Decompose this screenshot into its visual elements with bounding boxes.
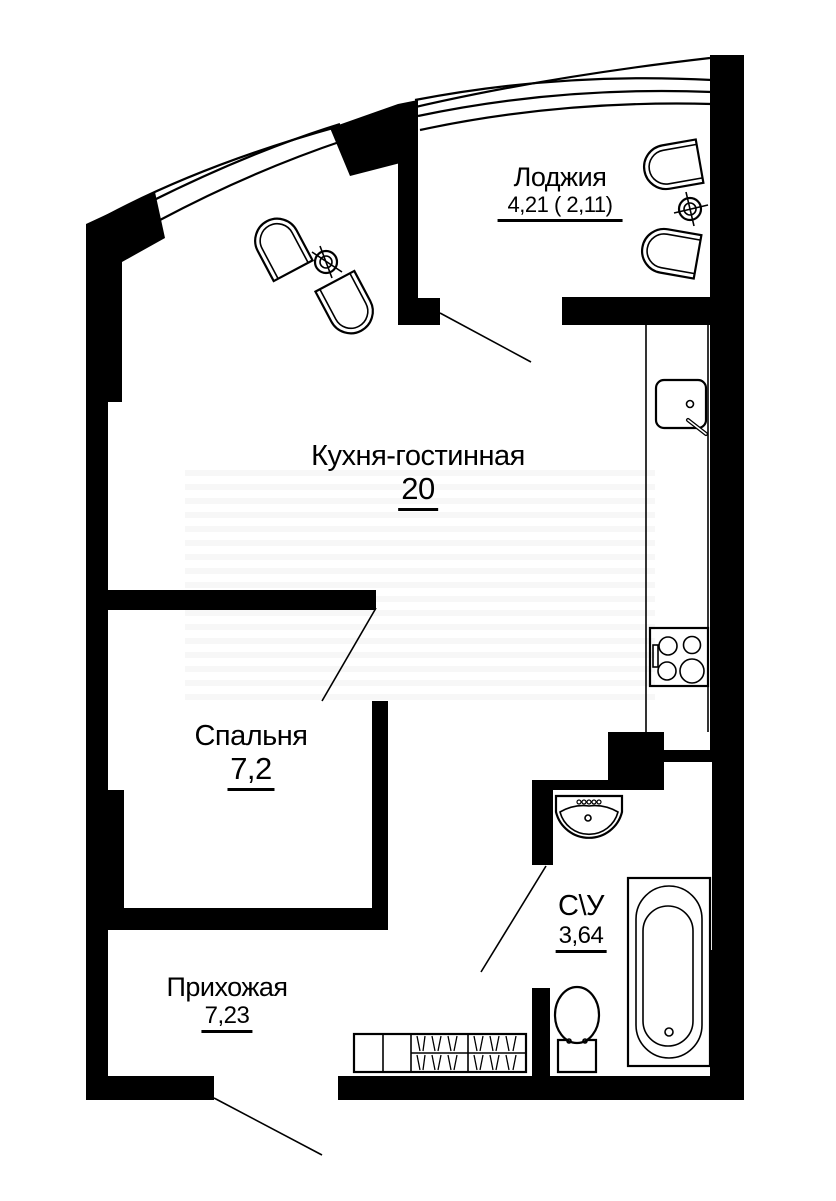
room-area: 4,21 ( 2,11) [497, 193, 623, 223]
wall-left-top [86, 192, 165, 1086]
wall-right [710, 55, 744, 1086]
door-loggia [439, 312, 532, 363]
wall-loggia-partition [398, 100, 440, 325]
cooktop [648, 626, 710, 688]
wall-bedroom-right [372, 701, 388, 923]
living-armchairs [254, 217, 374, 335]
wall-bedroom-top [106, 590, 376, 610]
room-name: Кухня-гостинная [311, 440, 525, 472]
door-bedroom [321, 607, 377, 702]
room-label-bathroom: С\У 3,64 [555, 890, 607, 954]
room-area: 7,2 [227, 752, 275, 791]
toilet [553, 985, 601, 1074]
room-name: С\У [558, 890, 604, 922]
washbasin [554, 794, 624, 839]
room-label-bedroom: Спальня 7,2 [194, 720, 308, 791]
room-area: 7,23 [201, 1003, 253, 1034]
wall-bathroom-top [532, 732, 712, 865]
walls [86, 55, 744, 1100]
door-bathroom [480, 865, 547, 973]
wardrobe [352, 1032, 528, 1074]
room-area: 20 [398, 472, 438, 511]
kitchen-sink [654, 378, 708, 436]
wall-bedroom-bottom [106, 908, 388, 930]
door-entrance [213, 1097, 323, 1156]
room-label-kitchen-living: Кухня-гостинная 20 [311, 440, 525, 511]
wall-bottom-left [86, 1076, 214, 1100]
wall-pier-1 [330, 104, 412, 176]
wall-bottom-right [338, 1076, 744, 1100]
wall-bathroom-left-lower [532, 988, 550, 1078]
door-swings [213, 312, 547, 1156]
room-name: Прихожая [166, 972, 288, 1002]
room-area: 3,64 [555, 923, 607, 954]
wall-bedroom-left-bulge [106, 790, 124, 910]
bathtub [626, 876, 712, 1068]
room-label-loggia: Лоджия 4,21 ( 2,11) [497, 162, 623, 223]
room-label-hallway: Прихожая 7,23 [166, 972, 288, 1034]
wall-loggia-bottom [562, 297, 712, 325]
room-name: Спальня [194, 720, 308, 752]
room-name: Лоджия [513, 162, 607, 192]
loggia-armchairs [640, 138, 709, 280]
